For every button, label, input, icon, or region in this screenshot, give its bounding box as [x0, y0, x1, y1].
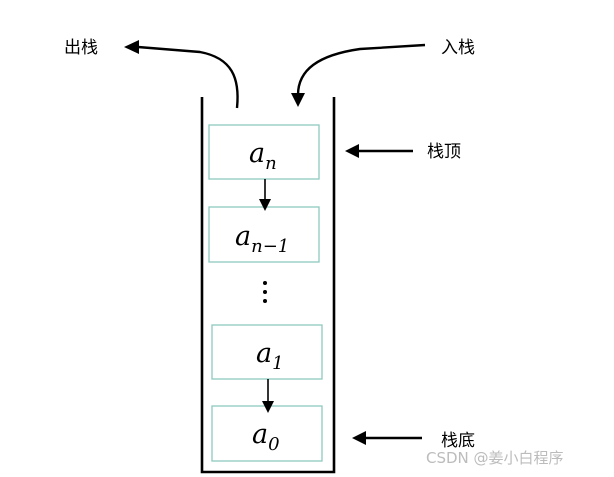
push-label: 入栈	[441, 38, 475, 58]
link-arrow-a1-to-a0	[262, 379, 274, 413]
label-a0: a0	[252, 419, 280, 455]
pop-label: 出栈	[64, 38, 98, 58]
pop-arrow	[124, 40, 239, 109]
bottom-pointer-arrow	[352, 431, 422, 445]
stack-element-an-1	[208, 206, 320, 263]
watermark: CSDN @姜小白程序	[426, 449, 564, 467]
top-pointer-arrow	[345, 144, 413, 158]
ellipsis-dots	[263, 281, 267, 303]
label-an-1: an−1	[235, 221, 289, 257]
label-an: an	[249, 138, 277, 174]
stack-element-a0	[211, 405, 323, 462]
link-arrow-an-to-an-1	[259, 179, 271, 211]
stack-element-a1	[211, 324, 323, 380]
push-arrow	[291, 43, 426, 107]
top-label: 栈顶	[427, 142, 461, 162]
label-a1: a1	[256, 338, 284, 374]
stack-element-an	[208, 124, 320, 180]
stack-container	[200, 97, 336, 474]
bottom-label: 栈底	[441, 431, 475, 451]
